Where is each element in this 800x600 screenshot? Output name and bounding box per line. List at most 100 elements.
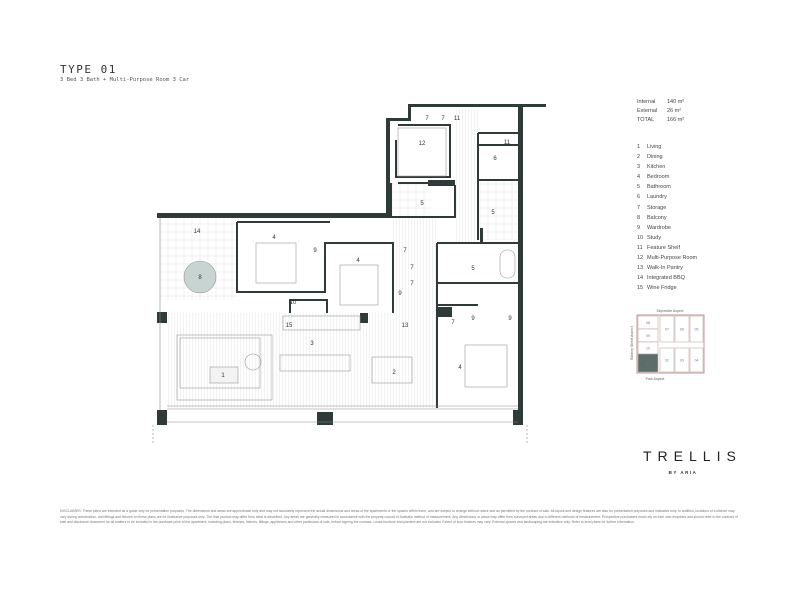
sofa	[179, 337, 261, 389]
brand-logo: TRELLIS BY ARIA	[637, 448, 742, 475]
key-plan-unit: 02	[659, 347, 675, 373]
room-label: 9	[471, 316, 475, 322]
room-label: 11	[504, 140, 511, 146]
legend-label: Dining	[647, 154, 663, 161]
legend-number: 10	[637, 234, 644, 241]
bed	[464, 344, 508, 388]
logo-name: TRELLIS	[643, 448, 742, 464]
room-label: 14	[194, 229, 201, 235]
legend-number: 15	[637, 285, 644, 292]
disclaimer: DISCLAIMER: These plans are intended as …	[60, 509, 738, 525]
key-plan-left-label: Blamey Street Aspect	[630, 326, 634, 359]
room-label: 13	[402, 323, 409, 329]
legend-item: 5 Bathroom	[637, 184, 697, 194]
legend-label: Walk-In Pantry	[647, 265, 683, 272]
legend-label: Storage	[647, 204, 667, 211]
kitchen-bench	[282, 315, 361, 331]
key-plan-unit: 05	[689, 315, 704, 343]
rug	[176, 334, 273, 401]
area-value: 166 m²	[667, 117, 685, 123]
key-plan-top-label: Skyreddie Aspect	[656, 309, 683, 313]
key-plan-unit-label: 08	[646, 321, 650, 325]
area-value: 26 m²	[667, 108, 682, 114]
room-label: 1	[221, 373, 225, 379]
key-plan-unit-label: 07	[665, 328, 669, 332]
corridor-floor	[393, 218, 437, 313]
legend-item: 7 Storage	[637, 205, 697, 215]
room-label: 7	[403, 248, 407, 254]
key-plan-unit: 04	[689, 347, 704, 373]
legend-item: 2 Dining	[637, 154, 697, 164]
bathtub	[499, 249, 516, 279]
room-label: 4	[272, 235, 276, 241]
key-plan-unit: 09	[637, 328, 659, 343]
key-plan-unit-label: 01	[646, 362, 650, 366]
legend-label: Living	[647, 144, 662, 150]
room-label: 4	[458, 365, 462, 371]
area-value: 140 m²	[667, 99, 685, 105]
legend-number: 9	[637, 224, 641, 231]
coffee-table	[209, 366, 239, 384]
dining-table	[371, 356, 413, 384]
legend-number: 12	[637, 255, 644, 262]
room-label: 15	[286, 323, 293, 329]
bathroom-floor	[478, 180, 518, 240]
key-plan-unit-label: 09	[646, 334, 650, 338]
glazing	[152, 218, 528, 445]
living-floor	[167, 313, 437, 408]
hall-floor	[455, 110, 478, 243]
room-label: 12	[419, 141, 426, 147]
room-label: 6	[493, 156, 497, 162]
key-plan-unit-label: 06	[680, 328, 684, 332]
key-plan-unit-label: 10	[646, 347, 650, 351]
legend-label: Study	[647, 234, 662, 241]
room-label: 10	[290, 300, 297, 306]
legend-number: 2	[637, 154, 641, 161]
room-label: 5	[491, 210, 495, 216]
room-label: 5	[471, 266, 475, 272]
key-plan-unit: 07	[659, 315, 675, 343]
key-plan-bottom-label: Park Aspect	[646, 377, 665, 381]
legend-number: 7	[637, 204, 641, 211]
armchair	[244, 353, 262, 371]
legend-number: 6	[637, 194, 641, 201]
key-plan-unit: 03	[674, 347, 690, 373]
balcony-table	[183, 260, 217, 294]
legend-label: Balcony	[647, 214, 667, 221]
bed	[255, 242, 297, 284]
key-plan-unit: 08	[637, 315, 659, 330]
legend-label: Bathroom	[647, 184, 671, 191]
key-plan-unit-label: 03	[680, 359, 684, 363]
room-label: 3	[310, 341, 314, 347]
kitchen-island	[279, 354, 351, 372]
key-plan-unit: 06	[674, 315, 690, 343]
mpr-desk	[397, 127, 447, 177]
legend-number: 11	[637, 244, 643, 251]
legend-number: 3	[637, 164, 641, 171]
legend-number: 5	[637, 184, 641, 191]
furniture	[176, 127, 516, 401]
key-plan-unit: 01	[637, 353, 659, 373]
room-label: 7	[441, 116, 445, 122]
legend-label: Bedroom	[647, 174, 670, 181]
room-label: 7	[451, 320, 455, 326]
room-label: 4	[356, 258, 360, 264]
legend-number: 1	[637, 144, 641, 150]
legend-label: Wine Fridge	[647, 285, 677, 292]
room-label: 9	[313, 248, 317, 254]
area-label: Internal	[637, 99, 656, 105]
legend-label: Wardrobe	[647, 224, 671, 231]
